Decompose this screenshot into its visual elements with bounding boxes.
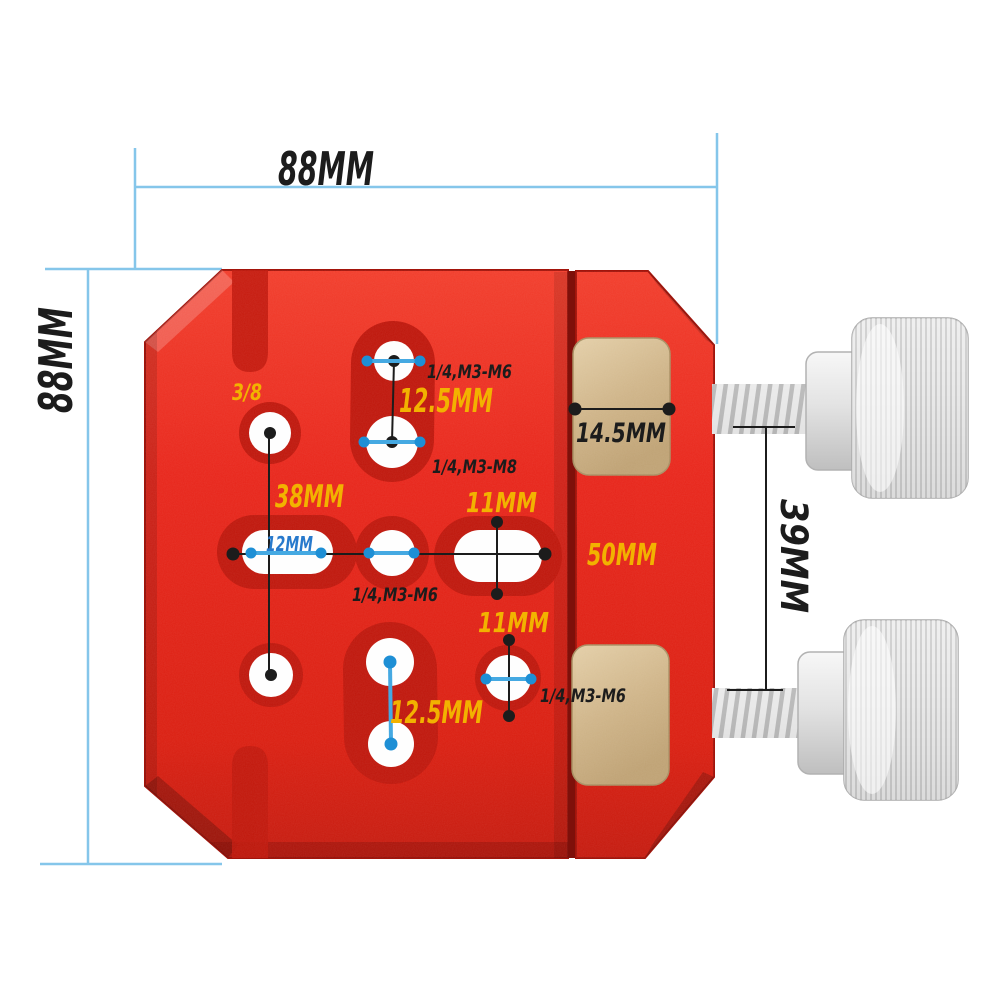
labels: 88MM 88MM 3/8 1/4,M3-M6 12.5MM 1/4,M3-M8…: [29, 142, 815, 731]
dimension-extension-lines: [40, 133, 719, 866]
dim-label-middle-row-span: 50MM: [587, 538, 657, 573]
slot-markers: [245, 355, 537, 751]
label-tripod-thread: 3/8: [232, 381, 262, 406]
clamp-gap: [568, 271, 576, 858]
label-center-hole-thread: 1/4,M3-M6: [352, 584, 438, 606]
metal-texture: [145, 270, 714, 858]
blue-dots: [245, 355, 537, 751]
dim-label-pad-width: 14.5MM: [576, 418, 666, 449]
label-top-slot-upper-thread: 1/4,M3-M6: [427, 361, 512, 383]
marker-bottom-slot: [388, 661, 393, 745]
screw-thread-bottom: [712, 688, 808, 738]
knob-top-highlight: [856, 324, 904, 492]
black-dots: [226, 355, 676, 722]
thumbscrew-bottom: [712, 619, 959, 801]
label-top-slot-lower-thread: 1/4,M3-M8: [432, 456, 517, 478]
dim-label-top-slot-span: 12.5MM: [399, 381, 493, 420]
knob-bottom-highlight: [848, 626, 896, 794]
dim-label-bottom-hole-span: 11MM: [478, 606, 549, 639]
dim-label-overall-height: 88MM: [29, 307, 83, 413]
dim-label-screws-span: 39MM: [772, 499, 815, 613]
dim-label-overall-width: 88MM: [278, 142, 374, 196]
thumbscrew-top: [712, 317, 969, 499]
dim-line-top-slot-span: [391, 360, 395, 443]
dim-label-left-holes-span: 38MM: [275, 479, 344, 515]
dim-label-bottom-slot-span: 12.5MM: [390, 695, 483, 731]
label-bottom-hole-thread: 1/4,M3-M6: [540, 685, 626, 707]
dim-label-right-slot-span: 11MM: [466, 486, 537, 519]
screw-thread-top: [712, 384, 812, 434]
dim-label-center-slot-length: 12MM: [266, 532, 313, 556]
